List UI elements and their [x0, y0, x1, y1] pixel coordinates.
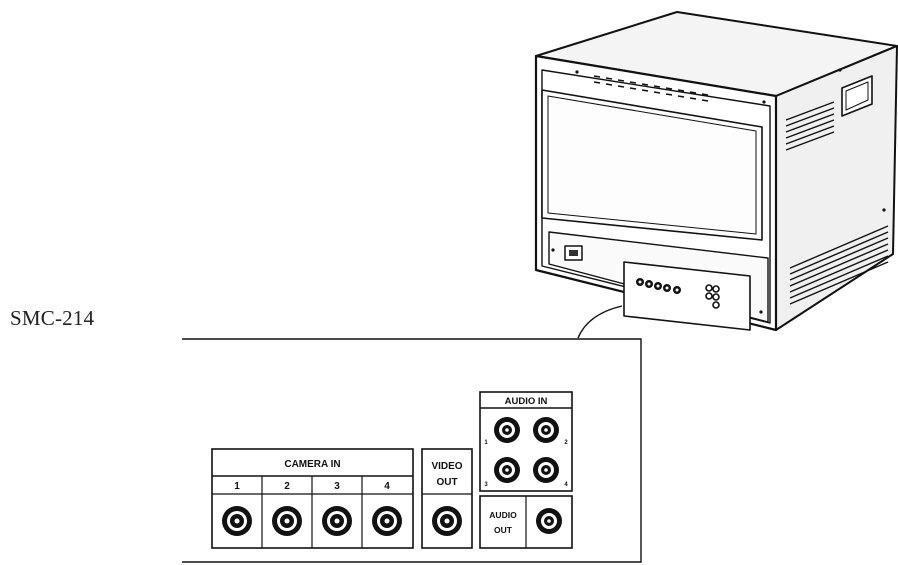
- bnc-connector-icon: [432, 506, 462, 536]
- model-label: SMC-214: [10, 306, 95, 330]
- audio-out-panel: AUDIO OUT: [479, 495, 573, 549]
- audio-in-panel: AUDIO IN 1 2 3 4: [479, 391, 573, 492]
- camera-in-number-1: 1: [234, 481, 240, 492]
- camera-in-number-4: 4: [384, 481, 390, 492]
- video-out-panel: VIDEO OUT: [421, 448, 473, 549]
- callout-frame: [182, 338, 642, 563]
- audio-out-label-line2: OUT: [494, 525, 513, 535]
- rca-jack-icon: [536, 508, 562, 534]
- video-out-label-line2: OUT: [436, 477, 457, 488]
- bnc-connector-icon: [222, 506, 252, 536]
- bnc-connector-icon: [272, 506, 302, 536]
- audio-in-number-4: 4: [564, 482, 568, 488]
- rca-jack-icon: [494, 457, 520, 483]
- camera-in-panel: CAMERA IN 1 2 3 4: [211, 448, 414, 549]
- audio-in-number-1: 1: [484, 440, 488, 446]
- audio-in-number-3: 3: [484, 482, 488, 488]
- camera-in-label: CAMERA IN: [284, 459, 340, 470]
- audio-out-label-line1: AUDIO: [489, 510, 517, 520]
- bnc-connector-icon: [372, 506, 402, 536]
- bnc-connector-icon: [322, 506, 352, 536]
- rca-jack-icon: [533, 417, 559, 443]
- video-out-label-line1: VIDEO: [431, 461, 462, 472]
- audio-in-label: AUDIO IN: [505, 396, 548, 407]
- rca-jack-icon: [533, 457, 559, 483]
- audio-in-number-2: 2: [564, 440, 568, 446]
- rca-jack-icon: [494, 417, 520, 443]
- monitor-rear-illustration: [534, 11, 898, 339]
- camera-in-number-3: 3: [334, 481, 340, 492]
- camera-in-number-2: 2: [284, 481, 290, 492]
